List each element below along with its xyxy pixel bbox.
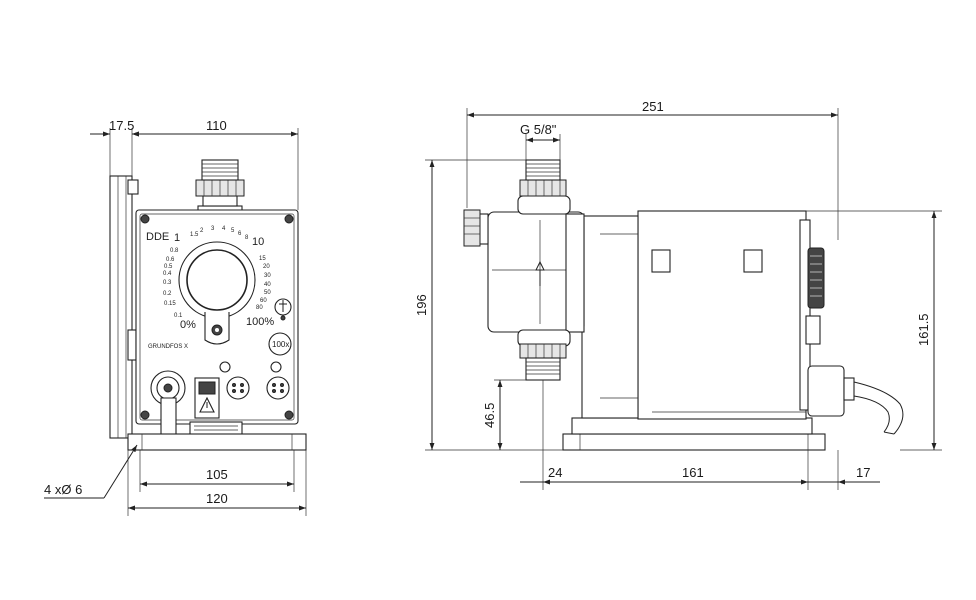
brand-logo: GRUNDFOS (148, 344, 182, 350)
dim-holes: 4 xØ 6 (44, 482, 82, 497)
dial-scale-number: 5 (231, 228, 235, 234)
dim-body-height: 161.5 (916, 313, 931, 346)
rear-flange (109, 175, 133, 439)
side-outlet-fitting (519, 159, 567, 197)
dial-scale-number: 0.3 (163, 280, 172, 286)
multiplier-button[interactable]: 100x (268, 332, 292, 356)
stroke-length-knob[interactable] (178, 241, 256, 345)
dial-scale-number: 0.4 (163, 271, 172, 277)
pct-max-label: 100% (246, 316, 274, 328)
dial-scale-number: 0.5 (164, 264, 173, 270)
dim-right-offset: 17 (856, 465, 870, 480)
dial-scale-number: 20 (263, 264, 270, 270)
brand-logo-mark: X (184, 344, 188, 350)
dial-scale-number: 0.8 (170, 248, 179, 254)
dial-scale-number: 3 (211, 226, 215, 232)
dial-scale-number: 4 (222, 226, 226, 232)
dim-hole-spacing: 105 (206, 467, 228, 482)
dim-left-offset: 24 (548, 465, 562, 480)
dial-scale-number: 50 (264, 290, 271, 296)
dim-base-width: 120 (206, 491, 228, 506)
dial-scale-number: 30 (264, 273, 271, 279)
side-control-knob (805, 247, 825, 345)
front-view: DDE 1 10 0.8 0.60.50.4 0.3 0.2 0.15 0.1 1.52 3… (44, 118, 307, 516)
side-inlet-fitting (519, 343, 567, 381)
model-label: DDE (146, 231, 169, 243)
side-view: 251 G 5/8" 196 161.5 46.5 24 161 17 (414, 99, 942, 490)
multiplier-button-label: 100x (272, 340, 289, 349)
side-base-plate (562, 433, 826, 451)
outlet-fitting (195, 159, 245, 215)
panel-screws (140, 214, 294, 420)
flow-symbol-icon (274, 298, 292, 321)
base-plate (127, 433, 307, 451)
dial-scale-number: 8 (245, 235, 249, 241)
dim-flange-offset: 17.5 (109, 118, 134, 133)
dim-base-length: 161 (682, 465, 704, 480)
dial-scale-number: 0.6 (166, 257, 175, 263)
dial-scale-number: 2 (200, 228, 204, 234)
scale-min-label: 1 (174, 232, 180, 244)
connector-symbol-icon (270, 361, 282, 373)
dim-outlet-height: 46.5 (482, 403, 497, 428)
dial-scale-left: 0.8 0.60.50.4 0.3 0.2 0.15 0.1 (163, 248, 183, 319)
dial-scale-number: 0.2 (163, 291, 172, 297)
connector-power (150, 370, 186, 437)
dial-scale-number: 1.5 (190, 232, 199, 238)
dim-thread: G 5/8" (520, 122, 557, 137)
drive-housing (637, 210, 807, 420)
connector-level (266, 376, 290, 400)
dial-scale-number: 0.15 (164, 301, 176, 307)
connector-analog (226, 376, 250, 400)
dial-scale-number: 6 (238, 231, 242, 237)
dial-scale-number: 60 (260, 298, 267, 304)
dim-total-height: 196 (414, 294, 429, 316)
pct-min-label: 0% (180, 319, 196, 331)
dial-scale-number: 40 (264, 282, 271, 288)
dial-scale-number: 0.1 (174, 313, 183, 319)
scale-max-label: 10 (252, 236, 264, 248)
connector-cap-icon (219, 361, 231, 373)
warning-panel (194, 377, 220, 419)
power-cable (807, 365, 904, 435)
dial-scale-number: 15 (259, 256, 266, 262)
dosing-head (463, 195, 585, 347)
dim-width: 110 (206, 118, 227, 133)
dial-scale-number: 80 (256, 305, 263, 311)
dim-total-length: 251 (642, 99, 664, 114)
